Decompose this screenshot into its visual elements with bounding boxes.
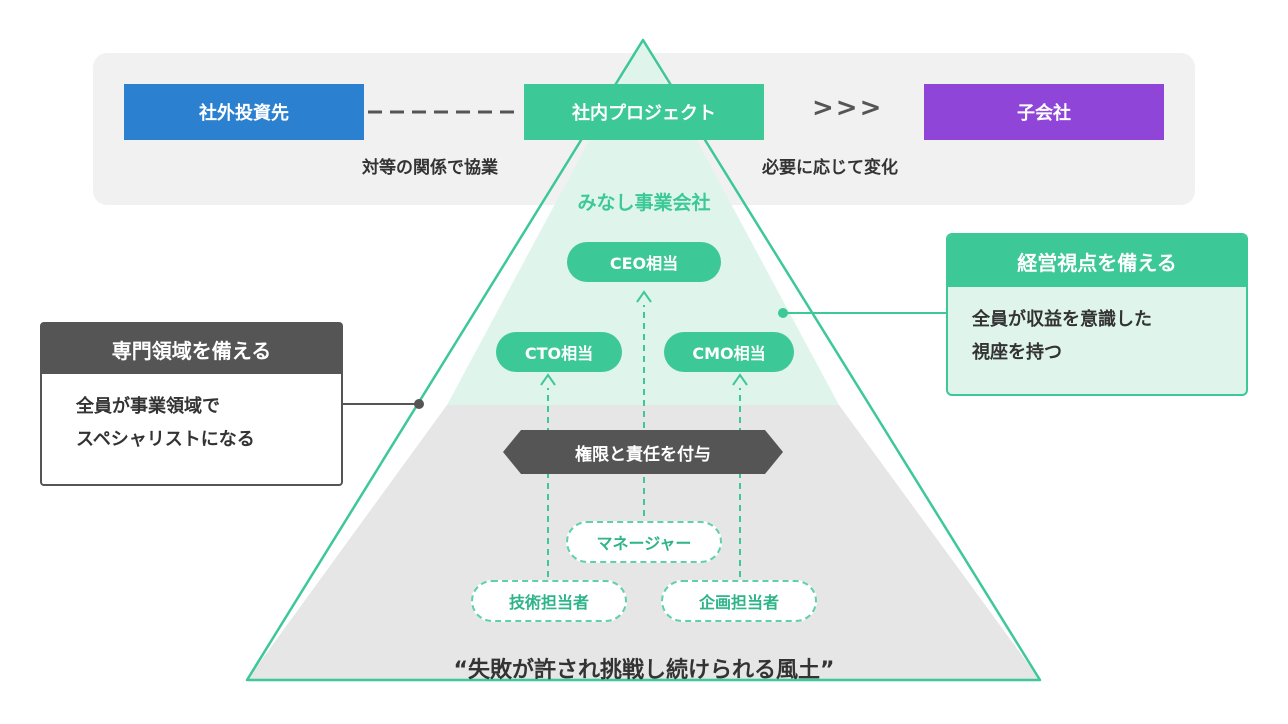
subsidiary-box: 子会社 — [924, 84, 1164, 140]
left-caption: 対等の関係で協業 — [362, 158, 498, 178]
chevrons-icon: >>> — [812, 93, 884, 123]
manager-label: マネージャー — [596, 534, 692, 553]
tech-staff-pill: 技術担当者 — [471, 580, 627, 622]
cto-pill: CTO相当 — [496, 332, 622, 372]
authority-banner-shape — [503, 430, 783, 474]
tech-staff-label: 技術担当者 — [508, 593, 589, 612]
right-card: 経営視点を備える 全員が収益を意識した 視座を持つ — [946, 233, 1248, 396]
planning-staff-pill: 企画担当者 — [661, 580, 817, 622]
culture-caption: “失敗が許され挑戦し続けられる風土” — [453, 658, 835, 683]
pyramid-title: みなし事業会社 — [577, 192, 711, 214]
left-card: 専門領域を備える 全員が事業領域で スペシャリストになる — [40, 322, 343, 486]
planning-staff-label: 企画担当者 — [698, 593, 779, 612]
left-card-title: 専門領域を備える — [111, 338, 272, 363]
left-card-header: 専門領域を備える — [42, 324, 341, 374]
right-connector-dot — [778, 308, 788, 318]
ceo-pill: CEO相当 — [567, 242, 721, 282]
right-card-header: 経営視点を備える — [948, 235, 1246, 287]
right-card-title: 経営視点を備える — [1017, 250, 1177, 275]
left-card-line2: スペシャリストになる — [76, 429, 255, 450]
cmo-pill: CMO相当 — [664, 332, 794, 372]
external-investment-label: 社外投資先 — [199, 103, 289, 124]
pyramid-upper-area — [447, 40, 839, 405]
arrowhead-ceo — [636, 290, 652, 303]
right-card-body: 全員が収益を意識した 視座を持つ — [948, 287, 1246, 369]
subsidiary-label: 子会社 — [1017, 103, 1071, 124]
external-investment-box: 社外投資先 — [124, 84, 364, 140]
pyramid-outline — [245, 38, 1042, 682]
arrowhead-cto — [540, 373, 556, 386]
arrowhead-cmo — [732, 373, 748, 386]
cmo-label: CMO相当 — [692, 344, 766, 363]
internal-project-label: 社内プロジェクト — [572, 103, 716, 124]
left-card-line1: 全員が事業領域で — [76, 396, 220, 417]
right-card-line2: 視座を持つ — [972, 342, 1062, 363]
cto-label: CTO相当 — [524, 344, 594, 363]
internal-project-box: 社内プロジェクト — [524, 84, 764, 140]
authority-label: 権限と責任を付与 — [575, 444, 711, 465]
right-caption: 必要に応じて変化 — [762, 158, 898, 178]
left-card-body: 全員が事業領域で スペシャリストになる — [42, 374, 341, 456]
left-connector-dot — [414, 399, 424, 409]
ceo-label: CEO相当 — [609, 254, 679, 273]
right-card-line1: 全員が収益を意識した — [972, 309, 1152, 330]
manager-pill: マネージャー — [566, 521, 722, 563]
